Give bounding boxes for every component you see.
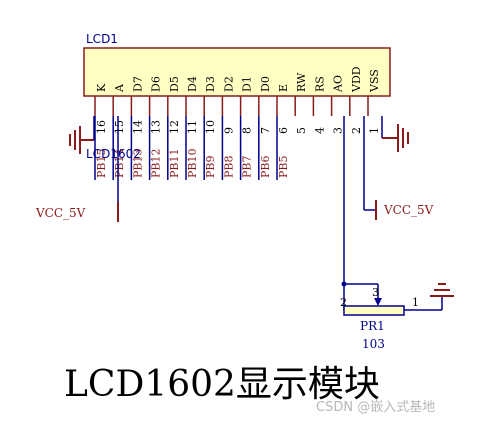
pin-number: 6: [277, 127, 290, 134]
pin-4: RS 4: [312, 76, 326, 134]
pin-number: 5: [295, 127, 308, 134]
pin-name: D0: [259, 76, 272, 92]
net-label: PB14: [113, 149, 126, 178]
pin-name: RS: [313, 76, 326, 92]
pins-layer: K16PB15A15PB14D714PB13D613PB12D512PB11D4…: [94, 66, 381, 180]
net-label: PB11: [168, 149, 181, 178]
pin-number: 9: [222, 127, 235, 134]
lcd-body: [83, 47, 391, 97]
component-designator-overlap: LCD1602: [86, 147, 141, 161]
net-label: PB10: [186, 149, 199, 178]
pin-number: 13: [150, 120, 163, 134]
pin-name: D1: [241, 76, 254, 92]
net-label: PB9: [204, 156, 217, 178]
ground-symbol-right: [382, 124, 409, 152]
pin-name: AO: [332, 75, 345, 93]
pin-name: A: [113, 83, 126, 93]
pin-number: 3: [332, 127, 345, 134]
pot-designator: PR1: [360, 319, 385, 333]
net-label: PB15: [95, 149, 108, 178]
pin-number: 10: [204, 120, 217, 134]
pin-number: 4: [313, 127, 326, 134]
net-label: PB12: [150, 149, 163, 178]
vcc-label-right: VCC_5V: [383, 203, 434, 217]
pin-name: VDD: [350, 66, 363, 93]
net-label: PB8: [222, 156, 235, 178]
vcc-label-left: VCC_5V: [35, 206, 86, 220]
pin-number: 16: [95, 120, 108, 134]
pot-pin2-number: 2: [340, 296, 347, 309]
net-label: PB7: [241, 156, 254, 178]
pin-5: RW 5: [294, 72, 308, 134]
wiper-arrow: [374, 298, 382, 306]
pin-name: D6: [150, 76, 163, 92]
pot-value: 103: [362, 337, 385, 351]
pin-number: 12: [168, 120, 181, 134]
pin-2: VDD 2: [349, 66, 363, 134]
pin-3: AO 3: [330, 75, 345, 134]
pin-name: VSS: [368, 69, 381, 93]
pin-number: 8: [241, 127, 254, 134]
pin-name: D2: [222, 76, 235, 92]
pin-name: D4: [186, 76, 199, 92]
net-label: PB5: [277, 156, 290, 178]
pin-number: 2: [350, 127, 363, 134]
pin-number: 1: [368, 127, 381, 134]
pin-number: 11: [186, 120, 199, 134]
pin-name: D5: [168, 76, 181, 92]
ground-symbol-left: [69, 126, 94, 154]
pin-name: RW: [295, 72, 308, 92]
component-designator: LCD1: [86, 32, 118, 46]
pin-1: VSS 1: [367, 69, 381, 134]
watermark: CSDN @嵌入式基地: [316, 400, 435, 415]
ground-symbol-pot: [430, 283, 454, 297]
pot-pin3-number: 3: [372, 286, 379, 299]
net-label: PB13: [131, 149, 144, 178]
potentiometer-body: [343, 305, 405, 316]
pin-name: E: [277, 84, 290, 92]
junction-dot: [341, 281, 347, 287]
pin-name: K: [95, 83, 108, 92]
pin-name: D3: [204, 76, 217, 92]
pin-number: 14: [131, 120, 144, 134]
pin-number: 7: [259, 127, 272, 134]
pot-pin1-number: 1: [412, 296, 419, 309]
net-label: PB6: [259, 156, 272, 178]
pin-name: D7: [131, 76, 144, 92]
diagram-title: LCD1602显示模块: [64, 364, 380, 405]
pin-number: 15: [113, 120, 126, 134]
